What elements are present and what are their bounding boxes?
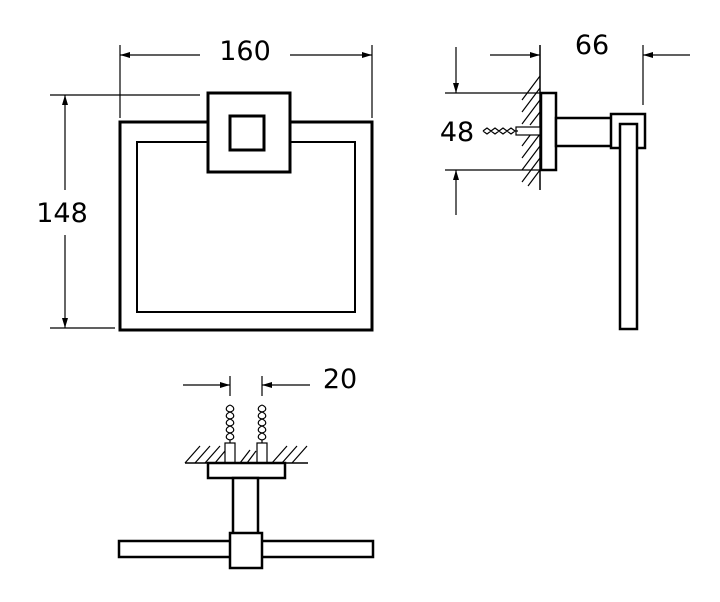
ring-holder xyxy=(228,114,266,152)
front-view: 160 148 xyxy=(36,36,374,332)
side-ring-bar xyxy=(618,122,639,331)
screw-icon xyxy=(256,404,268,464)
bottom-view: 20 xyxy=(117,364,375,570)
screw-spacing-dimension-label: 20 xyxy=(323,364,357,395)
screw-icon xyxy=(482,126,541,136)
bottom-holder xyxy=(228,531,264,570)
plate-height-dimension-label: 48 xyxy=(440,117,474,148)
side-rod xyxy=(554,116,614,148)
depth-dimension-label: 66 xyxy=(575,30,609,61)
width-dimension-label: 160 xyxy=(219,36,271,67)
bottom-stem xyxy=(231,476,260,538)
screw-icon xyxy=(224,404,236,464)
side-view: 66 48 xyxy=(440,30,690,331)
side-wall-plate xyxy=(539,91,558,172)
bottom-wall-plate xyxy=(206,461,287,480)
height-dimension-label: 148 xyxy=(36,198,88,229)
